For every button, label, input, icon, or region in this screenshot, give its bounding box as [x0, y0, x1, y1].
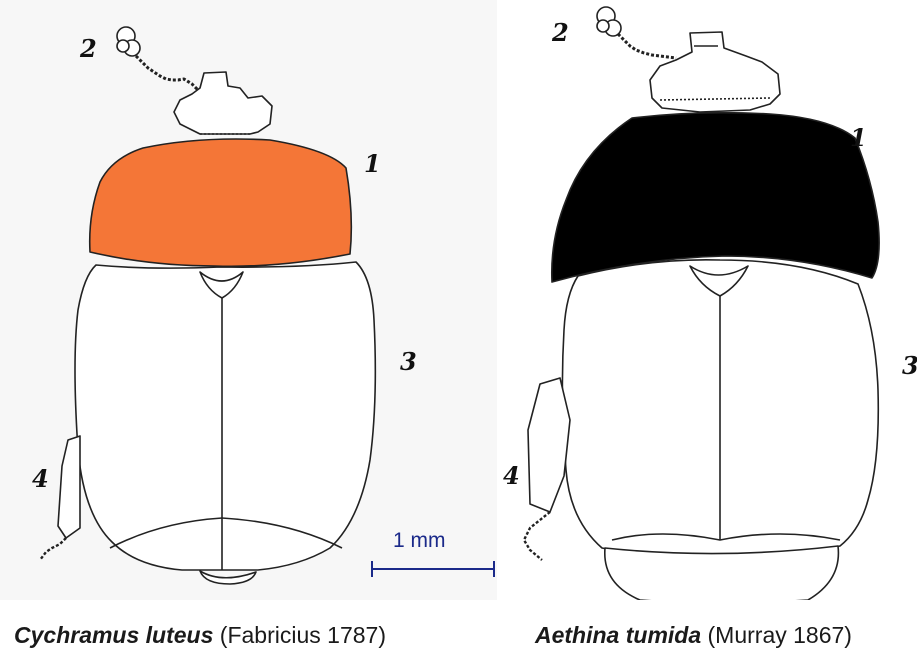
left-label-3: 3	[400, 350, 417, 374]
right-antenna	[597, 7, 676, 58]
left-elytra	[75, 262, 375, 570]
left-antenna	[117, 27, 200, 92]
left-pygidium	[200, 571, 256, 584]
scale-bar	[372, 561, 494, 577]
left-pronotum	[90, 139, 352, 266]
scale-bar-label: 1 mm	[393, 529, 446, 553]
right-pygidium	[605, 546, 839, 600]
right-label-4: 4	[503, 464, 520, 488]
right-label-3: 3	[902, 354, 917, 378]
left-label-1: 1	[364, 152, 381, 176]
right-species-name: Aethina tumida	[535, 622, 701, 648]
right-species-author: (Murray 1867)	[708, 622, 852, 648]
left-caption: Cychramus luteus (Fabricius 1787)	[14, 622, 386, 649]
left-leg	[40, 436, 80, 560]
right-pronotum	[552, 113, 879, 282]
left-figure-panel: 2 1 3 4	[0, 0, 497, 600]
right-caption: Aethina tumida (Murray 1867)	[535, 622, 852, 649]
left-label-2: 2	[80, 37, 97, 61]
left-species-name: Cychramus luteus	[14, 622, 213, 648]
right-label-1: 1	[850, 126, 867, 150]
right-leg	[524, 378, 570, 560]
cychramus-luteus-drawing	[0, 0, 497, 600]
left-species-author: (Fabricius 1787)	[220, 622, 386, 648]
right-label-2: 2	[552, 21, 569, 45]
left-label-4: 4	[32, 467, 49, 491]
aethina-tumida-drawing	[497, 0, 917, 600]
right-figure-panel: 2 1 3 4	[497, 0, 917, 600]
